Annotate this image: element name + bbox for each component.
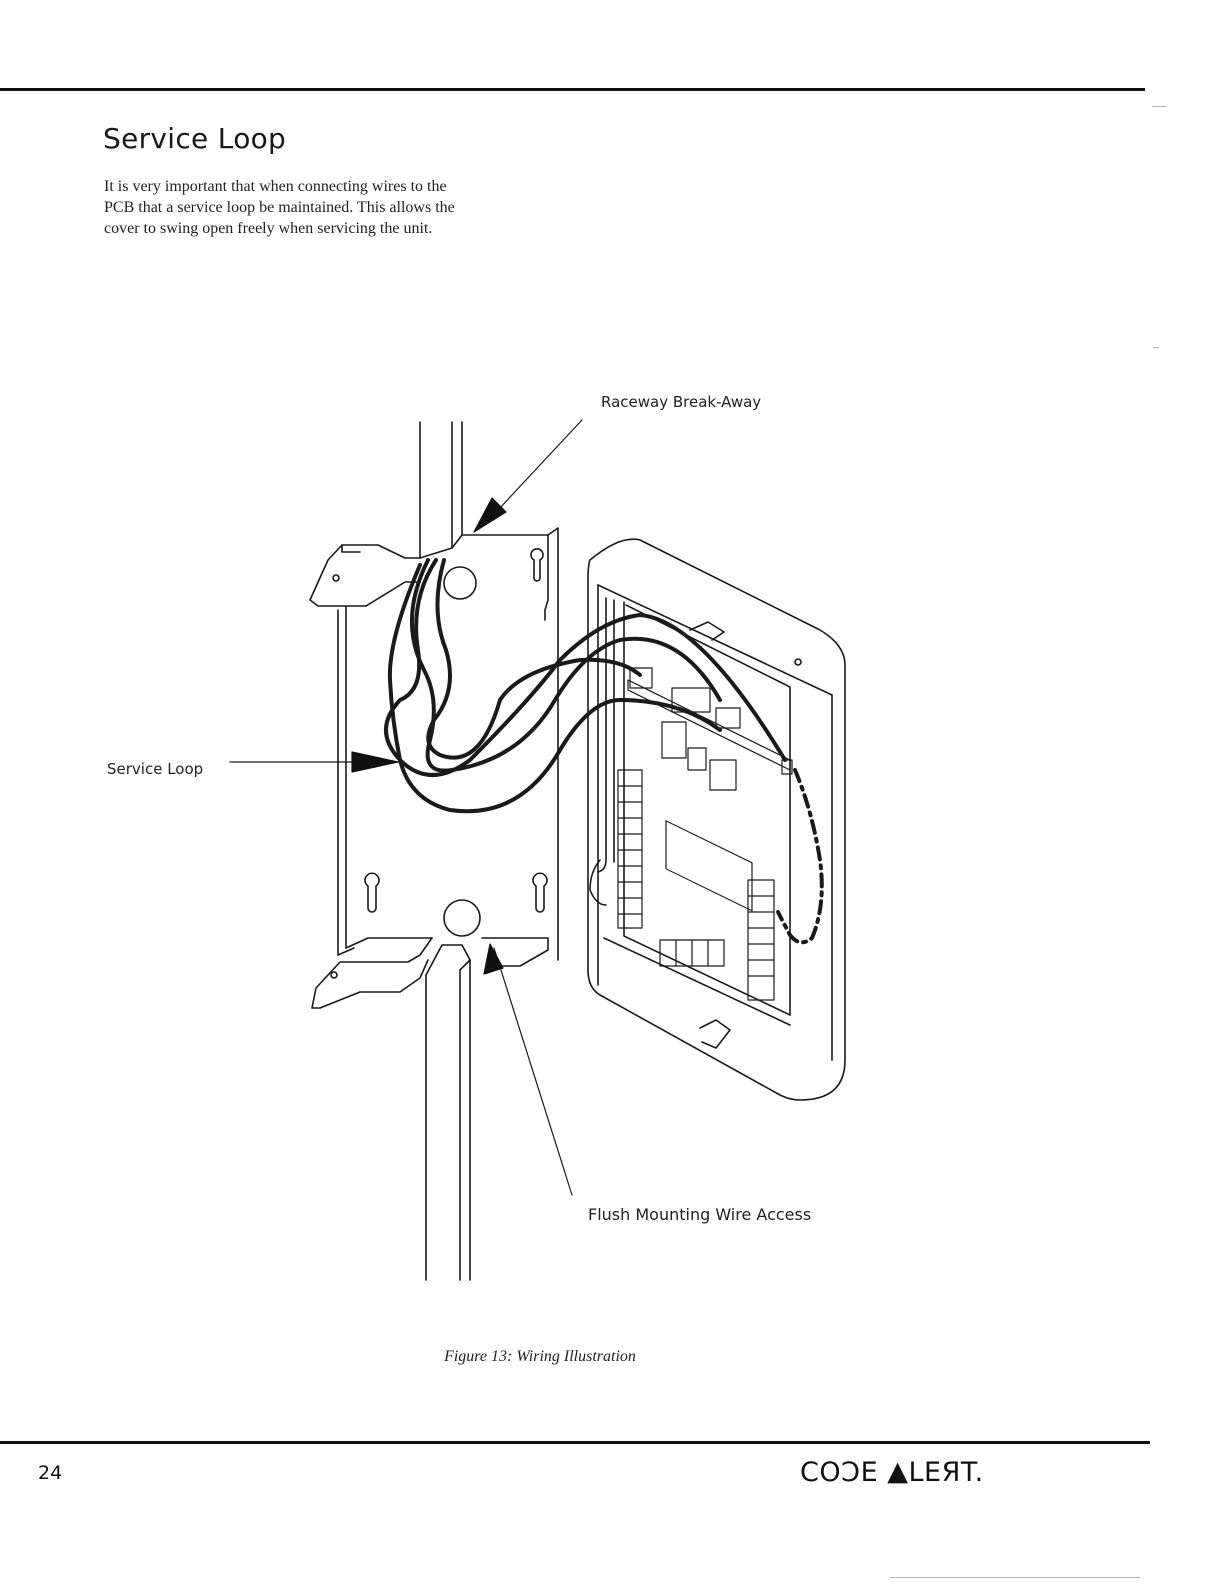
raceway-top xyxy=(420,422,462,558)
pcb-board xyxy=(618,668,792,1000)
brand-logo: COↃE ▲LEЯT. xyxy=(800,1457,984,1488)
service-loop-wires xyxy=(386,560,785,811)
brand-logo-part: T. xyxy=(961,1457,984,1488)
brand-logo-part: Я xyxy=(942,1457,961,1488)
page-number: 24 xyxy=(38,1462,62,1484)
brand-logo-part: Ↄ xyxy=(841,1457,860,1488)
raceway-callout-label: Raceway Break-Away xyxy=(601,393,761,411)
brand-logo-part: ▲ xyxy=(887,1456,908,1487)
footer-rule xyxy=(0,1441,1150,1444)
figure-caption: Figure 13: Wiring Illustration xyxy=(0,1348,1080,1366)
raceway-bottom xyxy=(426,945,470,1280)
dashed-wire xyxy=(778,770,822,942)
enclosure-cover xyxy=(588,539,845,1100)
brand-logo-part: LE xyxy=(909,1457,942,1488)
brand-logo-part: CO xyxy=(800,1457,841,1488)
flush-mount-callout-label: Flush Mounting Wire Access xyxy=(588,1205,811,1224)
callout-leaders xyxy=(230,420,582,1195)
service-loop-callout-label: Service Loop xyxy=(107,760,203,778)
brand-logo-part: E xyxy=(861,1457,888,1488)
